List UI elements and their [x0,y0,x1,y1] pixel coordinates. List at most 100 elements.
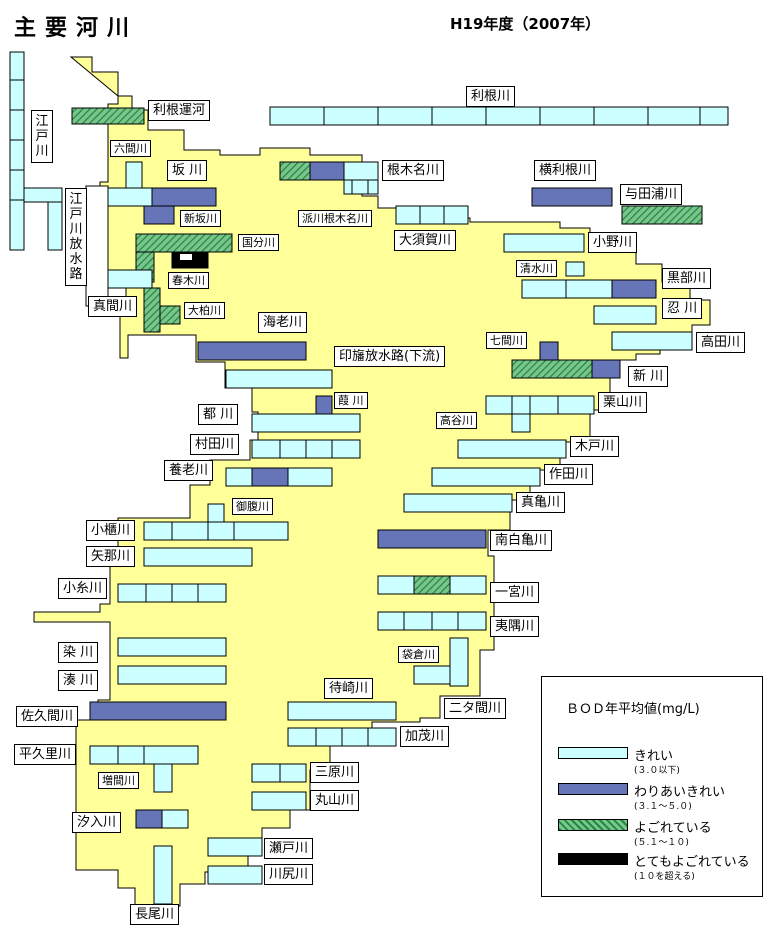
label-machizaki: 待崎川 [324,678,374,699]
label-inba: 印旛放水路(下流) [334,346,446,367]
river-hagi [315,395,333,415]
label-yana: 矢那川 [86,546,136,567]
river-machizaki [287,701,397,721]
label-masuma: 増間川 [98,772,139,789]
river-kokubu [135,233,233,283]
label-miyako: 都 川 [198,404,239,425]
label-tone-unga: 利根運河 [148,100,211,121]
river-oshi [593,305,657,325]
river-yodaura [621,205,703,225]
river-tone [269,106,729,126]
legend-range-dirty: (５.１～１０) [634,838,689,848]
year-label: H19年度（2007年） [450,15,601,33]
label-shioiri: 汐入川 [72,812,122,833]
river-mama [107,269,161,333]
river-gofuku [207,503,225,523]
river-saka [107,161,217,207]
label-oosuka: 大須賀川 [394,230,457,251]
label-isumi: 夷隅川 [490,616,540,637]
river-minato [117,665,227,685]
river-edo [9,51,63,251]
label-ono: 小野川 [588,232,638,253]
river-yoro [225,467,333,487]
legend-swatch-clean [558,747,628,759]
river-some [117,637,227,657]
label-obitsu: 小櫃川 [86,520,136,541]
river-kurobe [521,279,657,299]
label-heguri: 平久里川 [14,744,77,765]
label-hagi: 葭 川 [334,392,368,409]
legend-label-clean: きれい [634,749,674,764]
legend-range-clean: (３.０以下) [634,766,680,776]
legend-swatch-fair [558,783,628,795]
label-kamo: 加茂川 [400,726,450,747]
river-kido [457,439,567,459]
label-kokubu: 国分川 [238,234,279,251]
label-takaya: 高谷川 [436,412,477,429]
label-shichiken: 七間川 [486,332,527,349]
label-maruyama: 丸山川 [310,790,360,811]
label-shin: 新 川 [628,366,669,387]
river-murata [251,439,361,459]
label-minato: 湊 川 [58,670,99,691]
river-ebi [225,369,333,389]
river-ono [503,233,585,253]
label-yoro: 養老川 [164,460,214,481]
page-title: 主要河川 [14,16,139,41]
legend: ＢＯＤ年平均値(mg/L) きれい (３.０以下) わりあいきれい (３.１～５… [541,676,763,897]
label-futama: 二タ間川 [444,698,507,719]
river-shimizu [565,261,585,277]
river-yana [143,547,253,567]
label-tone: 利根川 [466,86,516,107]
river-kuriyama [485,395,595,433]
river-hakawa-nekina [351,179,369,195]
river-sakuta [431,467,541,487]
legend-swatch-verydirty [558,853,628,865]
legend-label-dirty: よごれている [634,821,712,836]
legend-swatch-dirty [558,819,628,831]
river-oosuka [395,205,469,225]
river-shioiri [135,809,189,829]
river-obitsu [143,521,289,541]
label-koito: 小糸川 [58,578,108,599]
label-edo: 江戸川 [31,110,53,163]
label-nekina: 根木名川 [382,160,445,181]
label-ebi: 海老川 [258,312,308,333]
label-hakawa-nekina: 派川根木名川 [298,210,372,227]
river-ookashiwa [159,305,181,325]
label-sakuma: 佐久間川 [16,706,79,727]
river-kamo [287,727,397,747]
river-shichiken [539,341,559,361]
label-yodaura: 与田浦川 [620,184,683,205]
label-ichinomiya: 一宮川 [490,582,540,603]
legend-label-fair: わりあいきれい [634,785,726,800]
river-inba [197,341,307,361]
label-edo-hosuiro: 江戸川放水路 [65,188,87,286]
label-mama: 真間川 [88,296,138,317]
label-murata: 村田川 [190,434,240,455]
label-sakuta: 作田川 [544,464,594,485]
river-sakuma [89,701,227,721]
label-gofuku: 御腹川 [232,498,273,515]
legend-title: ＢＯＤ年平均値(mg/L) [566,702,700,717]
label-shinsaka: 新坂川 [180,210,221,227]
river-isumi [377,611,487,631]
river-nagao [153,845,173,905]
river-setodo [207,837,263,857]
river-shin [511,359,621,379]
label-fukurokura: 袋倉川 [398,646,439,663]
label-kawajiri: 川尻川 [264,864,314,885]
label-mihara: 三原川 [310,762,360,783]
label-rokkenkawa: 六間川 [110,140,151,157]
river-minamishirakame [377,529,487,549]
river-takada [611,331,693,351]
river-heguri [89,745,199,793]
label-nagao: 長尾川 [130,904,180,925]
river-mamukai [403,493,513,513]
legend-label-verydirty: とてもよごれている [634,855,750,870]
label-kurobe: 黒部川 [662,268,712,289]
river-koito [117,583,227,603]
label-ookashiwa: 大柏川 [184,302,225,319]
legend-range-fair: (３.１～５.０) [634,802,692,812]
label-mamukai: 真亀川 [516,492,566,513]
